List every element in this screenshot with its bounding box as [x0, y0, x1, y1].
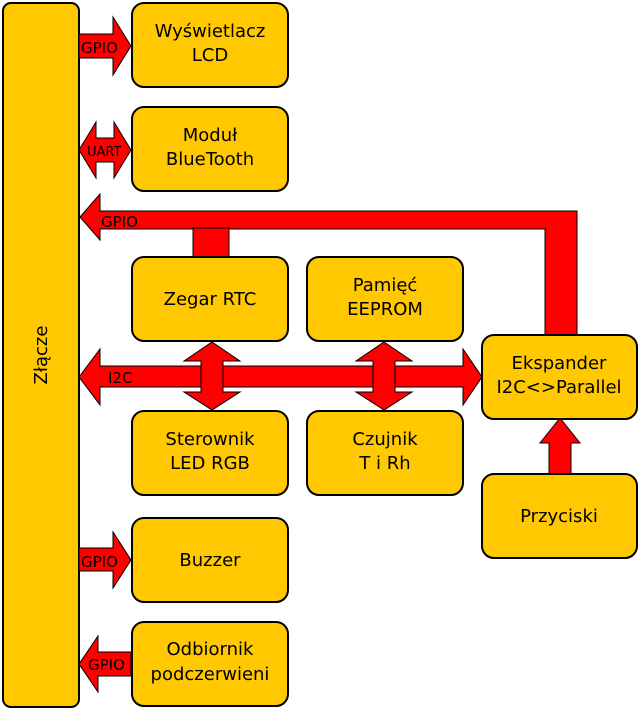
buzzer-label: Buzzer	[179, 550, 241, 571]
ir-receiver-block	[131, 621, 289, 707]
rtc-gpio-stub	[192, 227, 230, 259]
rgb-label-line1: Sterownik	[165, 429, 255, 450]
ir-label-line1: Odbiornik	[167, 639, 255, 660]
lcd-label-line2: LCD	[192, 45, 228, 66]
expander-block	[481, 334, 638, 420]
rtc-block	[131, 256, 289, 342]
gpio-buzzer-arrow	[78, 530, 132, 590]
i2c-bus-arrow	[78, 347, 483, 407]
bluetooth-label-line2: BlueTooth	[166, 149, 254, 170]
uart-label: UART	[87, 145, 121, 160]
buttons-block	[481, 473, 638, 559]
rgb-driver-block	[131, 410, 289, 496]
sensor-block	[306, 410, 464, 496]
ir-label-line2: podczerwieni	[151, 664, 270, 685]
expander-gpio-arrow	[79, 192, 578, 336]
buzzer-block	[131, 517, 289, 603]
eeprom-label-line1: Pamięć	[353, 275, 418, 296]
eeprom-label-line2: EEPROM	[347, 299, 423, 320]
lcd-label-line1: Wyświetlacz	[155, 21, 266, 42]
gpio-lcd-arrow	[78, 15, 132, 77]
sensor-label-line2: T i Rh	[358, 453, 410, 474]
rgb-label-line2: LED RGB	[170, 453, 250, 474]
connector-label: Złącze	[31, 326, 52, 385]
connector-block	[2, 2, 80, 708]
buttons-label: Przyciski	[520, 506, 598, 527]
i2c-label: I2C	[108, 369, 132, 387]
rtc-label: Zegar RTC	[164, 289, 257, 310]
bluetooth-label-line1: Moduł	[183, 125, 238, 146]
lcd-block	[131, 2, 289, 88]
sensor-label-line1: Czujnik	[352, 429, 418, 450]
eeprom-block	[306, 256, 464, 342]
bluetooth-block	[131, 106, 289, 192]
gpio-buzzer-label: GPIO	[81, 553, 118, 571]
expander-label-line2: I2C<>Parallel	[496, 377, 621, 398]
expander-label-line1: Ekspander	[512, 353, 608, 374]
expander-gpio-label: GPIO	[101, 213, 138, 231]
buttons-expander-arrow	[538, 417, 582, 475]
gpio-lcd-label: GPIO	[81, 39, 118, 57]
gpio-ir-label: GPIO	[88, 656, 125, 674]
